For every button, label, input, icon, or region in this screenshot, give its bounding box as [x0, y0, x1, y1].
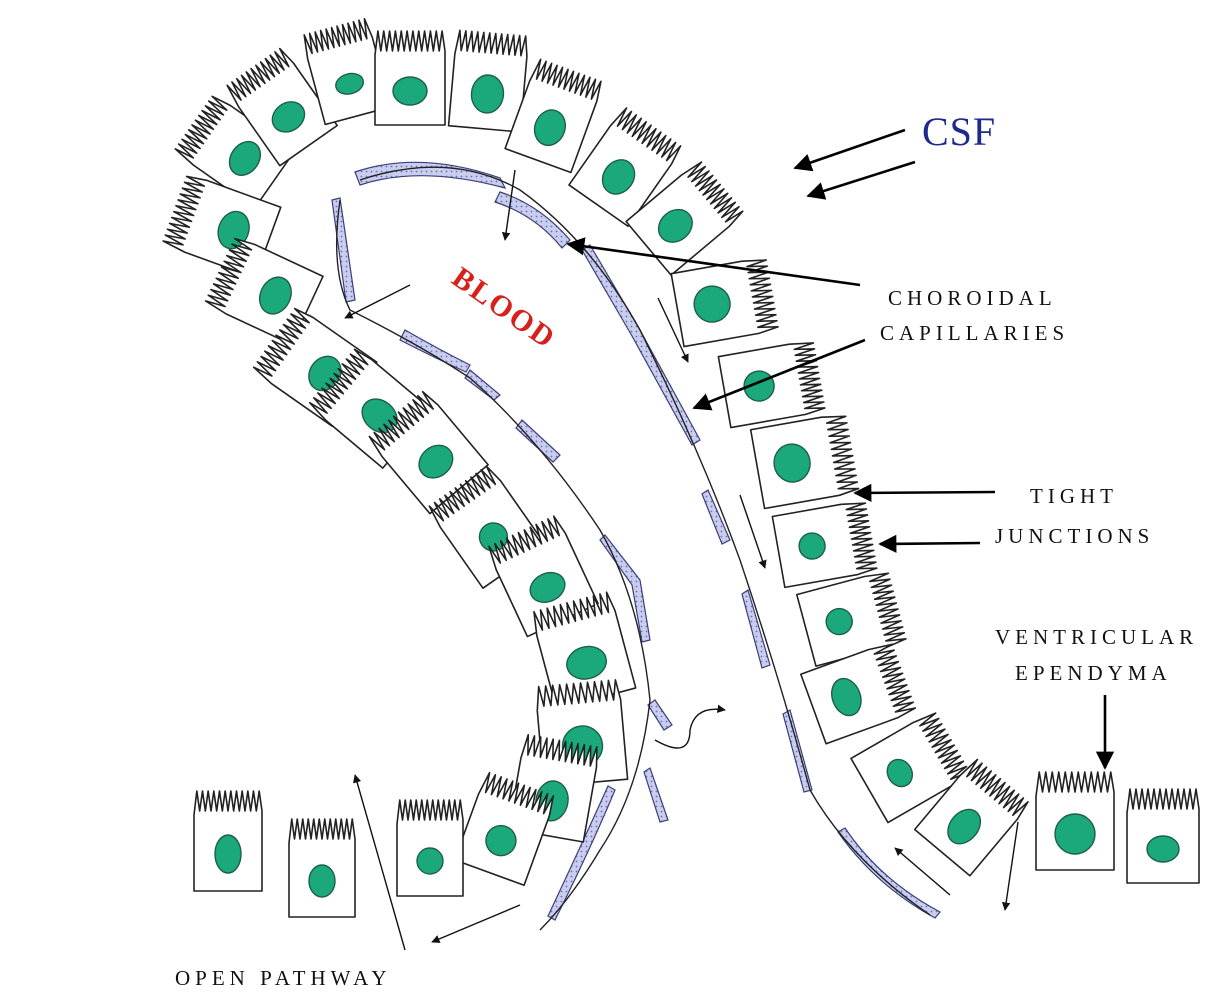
tight-junctions-label-line2: JUNCTIONS — [995, 524, 1154, 548]
capillary-segment — [331, 197, 356, 303]
epithelial-cell — [533, 591, 637, 710]
flow-arrow — [1001, 821, 1019, 911]
tight-junctions-arrow — [878, 534, 981, 553]
cell-nucleus — [529, 571, 566, 603]
flow-arrow — [344, 284, 411, 319]
basement-membrane — [359, 166, 931, 916]
cell-nucleus — [886, 758, 914, 788]
epithelial-cell — [368, 390, 489, 515]
epithelial-cell — [913, 758, 1029, 877]
epithelial-cell — [174, 95, 296, 209]
flow-arrow — [894, 847, 951, 896]
cell-nucleus — [271, 101, 306, 133]
basement-membrane — [335, 199, 651, 931]
cell-nucleus — [947, 808, 982, 845]
capillary-segment — [741, 589, 771, 669]
tight-junctions-arrow — [853, 483, 996, 502]
capillary-segment — [399, 329, 471, 373]
epithelial-cell — [453, 771, 555, 887]
epithelial-cell — [226, 47, 338, 167]
cell-nucleus — [418, 444, 454, 479]
epithelial-cell — [447, 29, 528, 133]
capillary-segment — [701, 489, 731, 545]
epithelial-cell — [288, 818, 356, 918]
cell-nucleus — [392, 76, 428, 106]
cell-nucleus — [258, 276, 292, 315]
flow-arrow — [739, 494, 767, 569]
cell-nucleus — [416, 847, 444, 875]
capillary-segment — [643, 767, 669, 823]
capillary-segment — [464, 369, 501, 401]
cell-nucleus — [825, 607, 853, 636]
epithelial-cell — [670, 259, 779, 348]
flow-arrow — [501, 169, 516, 241]
epithelial-cell — [303, 17, 392, 126]
choroidal-capillaries-label-line1: CHOROIDAL — [888, 286, 1057, 310]
epithelial-cell — [488, 515, 599, 638]
epithelial-cell — [771, 502, 878, 589]
cell-nucleus — [485, 824, 517, 857]
choroidal-capillaries-arrow — [692, 338, 866, 411]
ventricular-ependyma-label-line1: VENTRICULAR — [995, 625, 1198, 649]
csf-arrow — [806, 160, 916, 200]
epithelial-cell-layer — [162, 17, 1200, 918]
epithelial-cell — [717, 342, 826, 429]
cell-nucleus — [1054, 813, 1096, 855]
cell-nucleus — [217, 210, 250, 250]
cell-nucleus — [798, 532, 826, 560]
cell-nucleus — [308, 864, 336, 898]
cell-nucleus — [773, 443, 811, 483]
capillary-segment — [494, 191, 571, 249]
open-pathway-label: OPEN PATHWAY — [175, 966, 392, 990]
tight-junctions-label-line1: TIGHT — [1030, 484, 1118, 508]
choroidal-capillaries-label-line2: CAPILLARIES — [880, 321, 1069, 345]
epithelial-cell — [568, 107, 682, 228]
cell-nucleus — [478, 522, 509, 552]
cell-nucleus — [1146, 835, 1180, 863]
epithelial-cell — [396, 799, 464, 897]
flow-arrow — [654, 704, 726, 749]
flow-arrow — [431, 904, 521, 943]
epithelial-cell — [800, 643, 917, 745]
flow-arrow — [657, 297, 689, 363]
cell-nucleus — [228, 140, 262, 176]
cell-nucleus — [335, 72, 365, 95]
cell-body — [303, 17, 392, 126]
cell-nucleus — [693, 285, 731, 323]
epithelial-cell — [1035, 771, 1115, 871]
epithelial-cell — [850, 712, 971, 824]
cell-nucleus — [566, 645, 608, 680]
csf-arrow — [793, 128, 906, 172]
flow-arrows — [344, 169, 1019, 951]
epithelial-cell — [204, 237, 324, 346]
epithelial-cell — [749, 415, 860, 510]
cell-nucleus — [657, 208, 693, 243]
cell-nucleus — [601, 159, 636, 195]
ventricular-ependyma-label-line2: EPENDYMA — [1015, 661, 1172, 685]
epithelial-cell — [374, 30, 446, 126]
capillary-segment — [837, 827, 941, 919]
label-pointers — [566, 128, 1115, 770]
epithelial-cell — [193, 790, 263, 892]
epithelial-cell — [795, 572, 907, 667]
flow-arrow — [353, 774, 406, 951]
epithelial-cell — [504, 58, 602, 174]
cell-nucleus — [470, 74, 505, 114]
capillary-segment — [354, 161, 507, 189]
capillary-segment — [547, 785, 616, 921]
blood-label: BLOOD — [446, 261, 562, 356]
cell-nucleus — [830, 677, 862, 717]
choroidal-capillaries — [331, 161, 941, 931]
capillary-segment — [515, 419, 561, 463]
capillary-segment — [647, 699, 673, 731]
choroidal-capillaries-arrow — [566, 237, 861, 287]
cell-nucleus — [533, 109, 567, 147]
capillary-segment — [599, 534, 651, 643]
cell-nucleus — [214, 834, 242, 874]
csf-label: CSF — [922, 109, 996, 154]
epithelial-cell — [1126, 788, 1200, 884]
epithelial-cell — [625, 161, 744, 276]
